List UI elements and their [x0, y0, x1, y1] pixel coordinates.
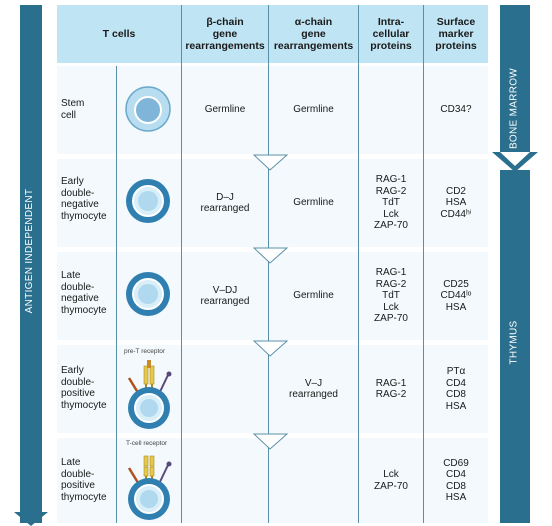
early-dp-beta: [182, 345, 268, 433]
late-dn-beta: V–DJ rearranged: [200, 284, 250, 308]
stage-stem-cell: Stem cell: [61, 98, 85, 121]
t-cell-receptor-label: T-cell receptor: [126, 440, 168, 447]
left-bar-arrow: [14, 512, 48, 526]
bone-marrow-arrow: [492, 152, 538, 172]
stage-early-double-positive: Early double- positive thymocyte: [61, 365, 107, 411]
early-dn-intracellular: RAG-1 RAG-2 TdT Lck ZAP-70: [374, 174, 408, 232]
early-dp-alpha: V–J rearranged: [289, 377, 338, 401]
stem-beta: Germline: [204, 104, 246, 116]
early-dp-surface: PTα CD4 CD8 HSA: [445, 366, 467, 412]
thymus-bar: [500, 170, 530, 523]
divider: [358, 5, 359, 523]
stem-surface: CD34?: [440, 104, 472, 116]
late-dp-alpha: [269, 438, 358, 523]
stage-early-double-negative: Early double- negative thymocyte: [61, 176, 107, 222]
header-beta-chain: β-chain gene rearrangements: [185, 16, 265, 52]
row-late-dp: [57, 438, 488, 523]
early-dp-intracellular: RAG-1 RAG-2: [375, 377, 407, 401]
antigen-independent-bar: [20, 5, 42, 523]
stage-late-double-negative: Late double- negative thymocyte: [61, 270, 107, 316]
late-dn-surface: CD25 CD44ˡᵒ HSA: [440, 278, 472, 313]
early-dp-cell-illustration: [127, 360, 172, 429]
stage-late-double-positive: Late double- positive thymocyte: [61, 457, 107, 503]
stem-cell-illustration: [125, 86, 171, 132]
pre-t-receptor-label: pre-T receptor: [124, 348, 166, 355]
header-alpha-chain: α-chain gene rearrangements: [273, 16, 354, 52]
early-dn-surface: CD2 HSA CD44ʰⁱ: [440, 185, 472, 220]
early-dn-alpha: Germline: [293, 197, 334, 209]
late-dp-beta: [182, 438, 268, 523]
header-intracellular: Intra- cellular proteins: [370, 16, 412, 52]
row-early-dp: [57, 345, 488, 433]
late-dn-cell-illustration: [126, 272, 170, 316]
late-dp-cell-illustration: [127, 455, 172, 520]
late-dp-intracellular: Lck ZAP-70: [374, 469, 408, 492]
early-dn-beta: D–J rearranged: [200, 191, 250, 215]
table-header: [57, 5, 488, 63]
stem-alpha: Germline: [293, 104, 334, 116]
divider: [268, 5, 269, 523]
late-dn-alpha: Germline: [293, 290, 334, 302]
divider: [181, 5, 182, 523]
header-surface: Surface marker proteins: [435, 16, 477, 52]
bone-marrow-bar: [500, 5, 530, 157]
divider: [423, 5, 424, 523]
late-dp-surface: CD69 CD4 CD8 HSA: [443, 457, 469, 504]
header-t-cells: T cells: [102, 28, 136, 40]
late-dn-intracellular: RAG-1 RAG-2 TdT Lck ZAP-70: [374, 267, 408, 325]
early-dn-cell-illustration: [126, 179, 170, 223]
divider: [116, 66, 117, 523]
stem-intracellular: [359, 66, 423, 154]
